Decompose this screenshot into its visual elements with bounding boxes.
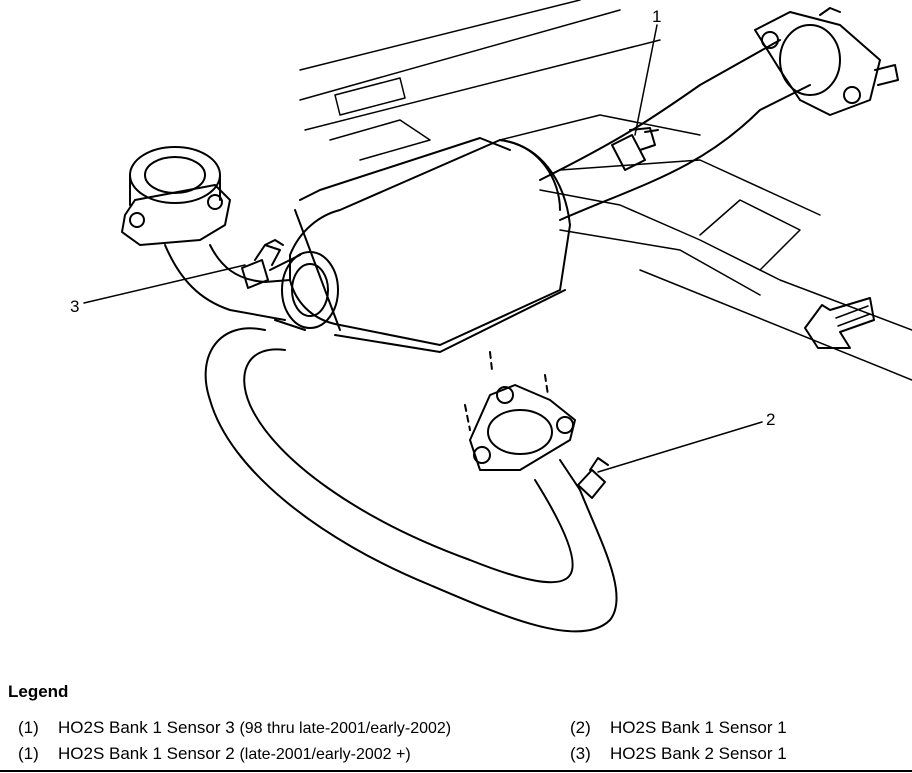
legend-item-number: (3)	[570, 744, 591, 763]
legend-title: Legend	[8, 682, 69, 701]
legend-item-label: HO2S Bank 1 Sensor 1	[610, 718, 787, 737]
leader-line-2	[597, 421, 763, 473]
bottom-rule	[0, 770, 912, 772]
leader-line-1	[634, 24, 658, 136]
legend-item-note: (late-2001/early-2002 +)	[239, 746, 411, 763]
legend-item: (1) HO2S Bank 1 Sensor 3 (98 thru late-20…	[18, 718, 451, 738]
left-down-pipe	[164, 244, 291, 321]
callout-3: 3	[70, 297, 79, 316]
legend-item-number: (1)	[18, 744, 39, 763]
callout-1: 1	[652, 7, 661, 26]
legend-item: (3) HO2S Bank 2 Sensor 1	[570, 744, 787, 764]
catalytic-converter	[269, 137, 571, 353]
sensor-2-ho2s	[577, 457, 609, 499]
legend-item-number: (1)	[18, 718, 39, 737]
legend-item: (1) HO2S Bank 1 Sensor 2 (late-2001/early…	[18, 744, 411, 764]
exhaust-diagram: 1 2 3	[70, 0, 912, 633]
sensor-3-ho2s	[241, 239, 284, 289]
callout-2: 2	[766, 410, 775, 429]
forward-arrow-icon	[804, 297, 875, 349]
legend-item-label: HO2S Bank 1 Sensor 2	[58, 744, 235, 763]
leader-line-3	[83, 264, 246, 304]
loop-pipe	[204, 327, 618, 633]
legend-item-label: HO2S Bank 1 Sensor 3	[58, 718, 235, 737]
left-manifold-flange	[121, 146, 231, 246]
sensor-1-ho2s	[611, 127, 659, 171]
legend-item-number: (2)	[570, 718, 591, 737]
lower-flange	[464, 351, 576, 471]
legend-item-label: HO2S Bank 2 Sensor 1	[610, 744, 787, 763]
right-flange	[754, 7, 899, 116]
legend-item: (2) HO2S Bank 1 Sensor 1	[570, 718, 787, 738]
vehicle-underbody-lines	[299, 0, 912, 381]
legend-item-note: (98 thru late-2001/early-2002)	[239, 720, 452, 737]
